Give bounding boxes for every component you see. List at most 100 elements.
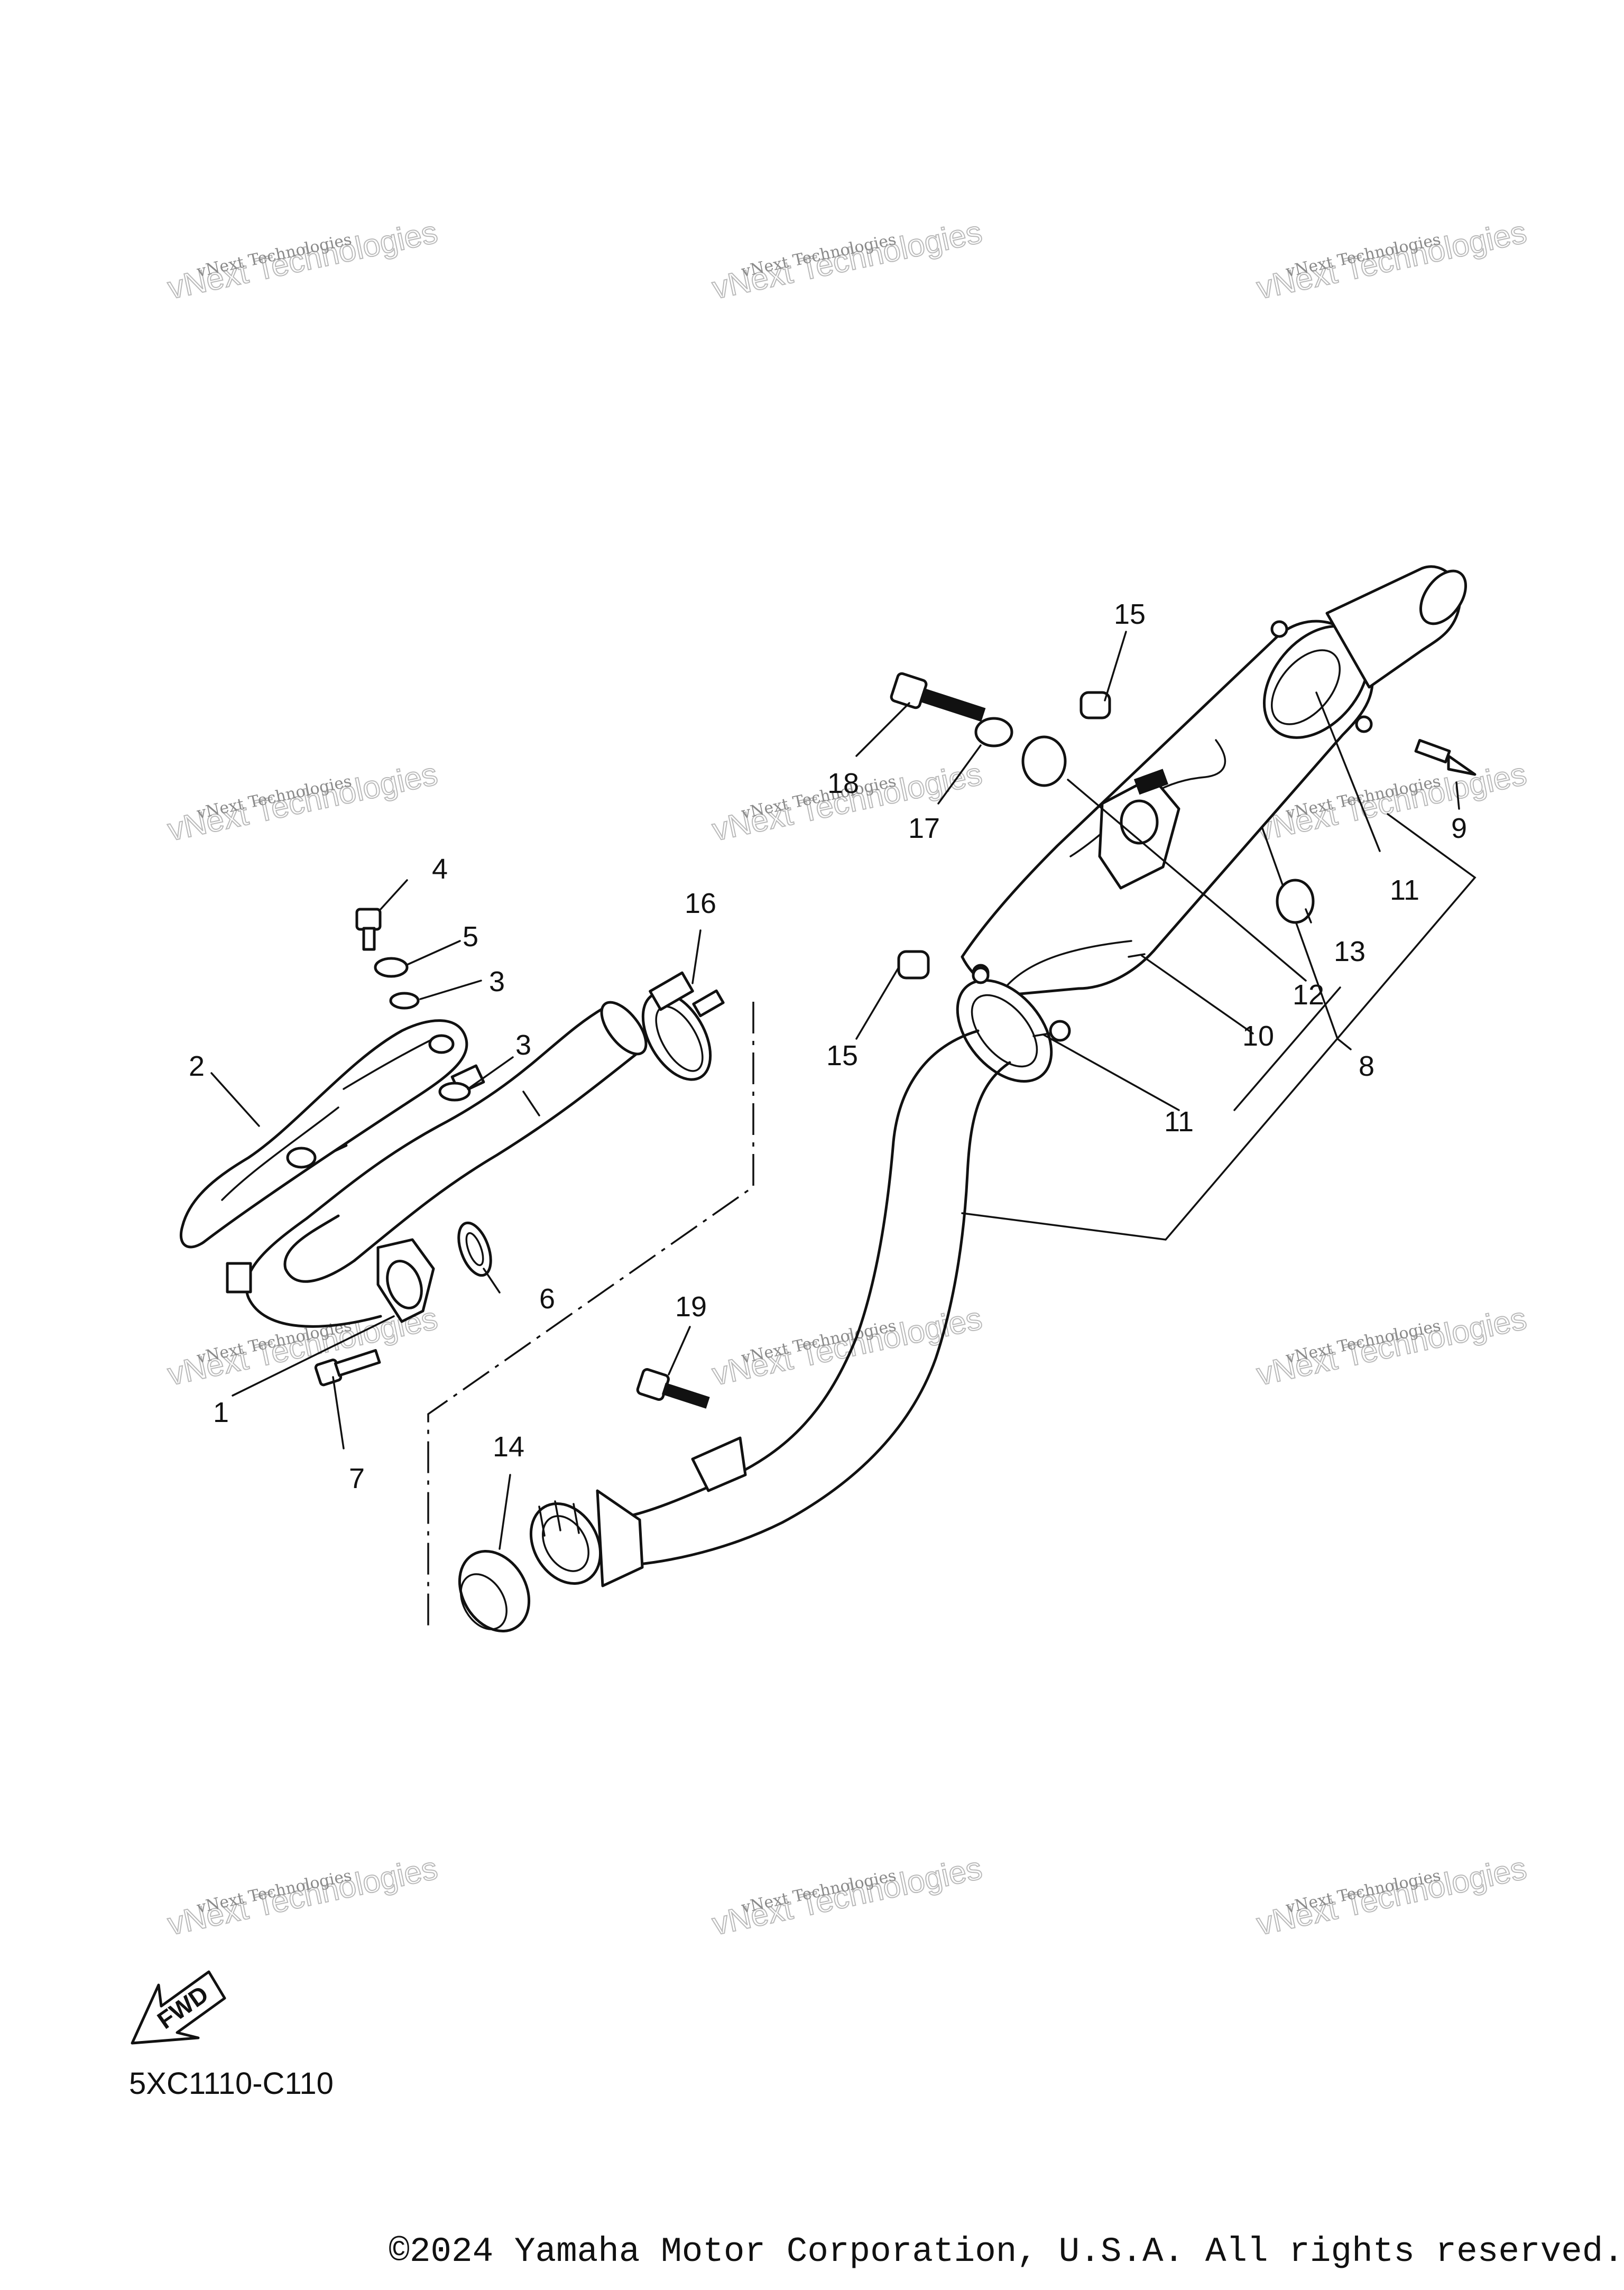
- leader-9: [1455, 781, 1460, 810]
- muffler-group-bracket: [961, 813, 1477, 1241]
- gasket-6: [457, 1221, 492, 1277]
- leader-15b: [855, 966, 900, 1040]
- leader-10: [1141, 955, 1254, 1035]
- leader-5: [406, 940, 461, 966]
- callout-12: 12: [1293, 979, 1324, 1011]
- pipe-inlet-slits: [538, 1500, 580, 1537]
- callout-3b: 3: [515, 1029, 531, 1061]
- callout-15a: 15: [1114, 598, 1146, 630]
- header-protector: [179, 1019, 468, 1249]
- callout-11b: 11: [1390, 874, 1419, 906]
- callout-14: 14: [493, 1431, 524, 1463]
- bolt-7: [314, 1349, 381, 1387]
- muffler-bracket-hole: [1120, 799, 1159, 845]
- rivet-9: [1414, 738, 1477, 776]
- callout-7: 7: [349, 1463, 365, 1494]
- protector-slot: [221, 1106, 339, 1201]
- watermark: vNext Technologies vNext Technologies: [1253, 214, 1530, 306]
- leader-15a: [1104, 631, 1127, 701]
- muffler-label-mark: [1128, 953, 1146, 958]
- assembly-brackets: [427, 697, 1477, 1628]
- callout-11a: 11: [1164, 1106, 1194, 1138]
- collar-5: [374, 957, 409, 978]
- leader-6: [483, 1268, 501, 1294]
- muffler-pipe-inner: [633, 1061, 1011, 1566]
- bolt-shank: [661, 1382, 710, 1409]
- watermark: vNext Technologies vNext Technologies: [164, 214, 441, 306]
- watermark: vNext Technologies vNext Technologies: [164, 1850, 441, 1942]
- callout-9: 9: [1451, 812, 1467, 844]
- watermark-big-text: vNext Technologies: [164, 214, 440, 306]
- gasket-14-inner: [460, 1573, 508, 1630]
- watermark: vNext Technologies vNext Technologies: [708, 214, 985, 306]
- muffler-body-contour: [1003, 940, 1132, 990]
- bolt-shank: [334, 1349, 381, 1377]
- header-pipe-outlet: [600, 1001, 648, 1056]
- fwd-arrow-shape: [131, 1970, 226, 2045]
- watermark: vNext Technologies vNext Technologies: [708, 1850, 985, 1942]
- collar-12: [1021, 735, 1067, 787]
- callout-5: 5: [463, 921, 478, 953]
- gasket-14: [458, 1550, 531, 1632]
- leader-lines: [210, 631, 1460, 1550]
- muffler-label-mark: [1032, 1032, 1050, 1037]
- callout-15b: 15: [826, 1040, 858, 1072]
- rivet-head: [1414, 738, 1451, 764]
- leader-3b: [467, 1056, 514, 1090]
- fwd-arrow-icon: FWD: [131, 1970, 226, 2045]
- muffler-inlet: [956, 978, 1053, 1083]
- tail-pipe-outlet: [1419, 569, 1468, 625]
- bolt-shank: [362, 927, 376, 951]
- leader-19: [668, 1326, 691, 1375]
- washer-3b: [438, 1082, 471, 1102]
- muffler-inlet-inner: [971, 994, 1038, 1068]
- protector-body: [179, 1019, 468, 1249]
- damper-15b: [897, 950, 990, 984]
- leader-2: [210, 1072, 260, 1127]
- damper-15a: [1079, 691, 1111, 719]
- header-pipe-tab: [226, 1262, 252, 1294]
- damper-body: [897, 950, 930, 980]
- watermark-big-text: vNext Technologies: [709, 214, 985, 306]
- watermark-big-text: vNext Technologies: [709, 1300, 985, 1392]
- watermark-big-text: vNext Technologies: [1253, 1850, 1529, 1942]
- grommet-13: [1276, 879, 1315, 924]
- washer-17: [974, 717, 1013, 747]
- leader-8: [1336, 1038, 1352, 1050]
- bolt-18: [890, 672, 986, 722]
- watermark-big-text: vNext Technologies: [1253, 1300, 1529, 1392]
- watermark-big-text: vNext Technologies: [709, 1850, 985, 1942]
- leader-14: [499, 1474, 511, 1550]
- protector-hole: [428, 1034, 455, 1054]
- rivet-tip: [1447, 754, 1477, 776]
- muffler-bracket-pad: [1133, 769, 1169, 795]
- leader-4: [380, 879, 408, 910]
- protector-slot: [343, 1038, 435, 1090]
- header-pipe-inner: [283, 1048, 644, 1283]
- bolt-19: [636, 1368, 710, 1409]
- diagram-code: 5XC1110-C110: [129, 2066, 334, 2101]
- callout-6: 6: [539, 1283, 555, 1315]
- callout-3a: 3: [489, 966, 505, 998]
- bracket-line-11b: [1233, 986, 1341, 1111]
- pipe-stay: [691, 1436, 747, 1492]
- callout-16: 16: [685, 888, 716, 919]
- leader-16: [691, 929, 702, 984]
- gasket-6-inner: [465, 1232, 484, 1267]
- watermark: vNext Technologies vNext Technologies: [708, 1300, 985, 1392]
- watermark: vNext Technologies vNext Technologies: [1253, 1300, 1530, 1392]
- muffler-assembly: [529, 565, 1468, 1587]
- damper-rivet: [972, 966, 990, 984]
- copyright-notice: ©2024 Yamaha Motor Corporation, U.S.A. A…: [389, 2232, 1624, 2271]
- clamp-screw: [692, 989, 725, 1018]
- callout-19: 19: [675, 1291, 707, 1323]
- washer-3a: [389, 992, 420, 1010]
- callout-2: 2: [189, 1050, 205, 1082]
- protector-hole: [286, 1147, 317, 1169]
- watermark-big-text: vNext Technologies: [1253, 214, 1529, 306]
- bolt-4: [355, 908, 382, 951]
- pipe-sleeve: [596, 1489, 644, 1587]
- callout-13: 13: [1334, 936, 1365, 967]
- header-pipe-outer: [245, 1005, 607, 1328]
